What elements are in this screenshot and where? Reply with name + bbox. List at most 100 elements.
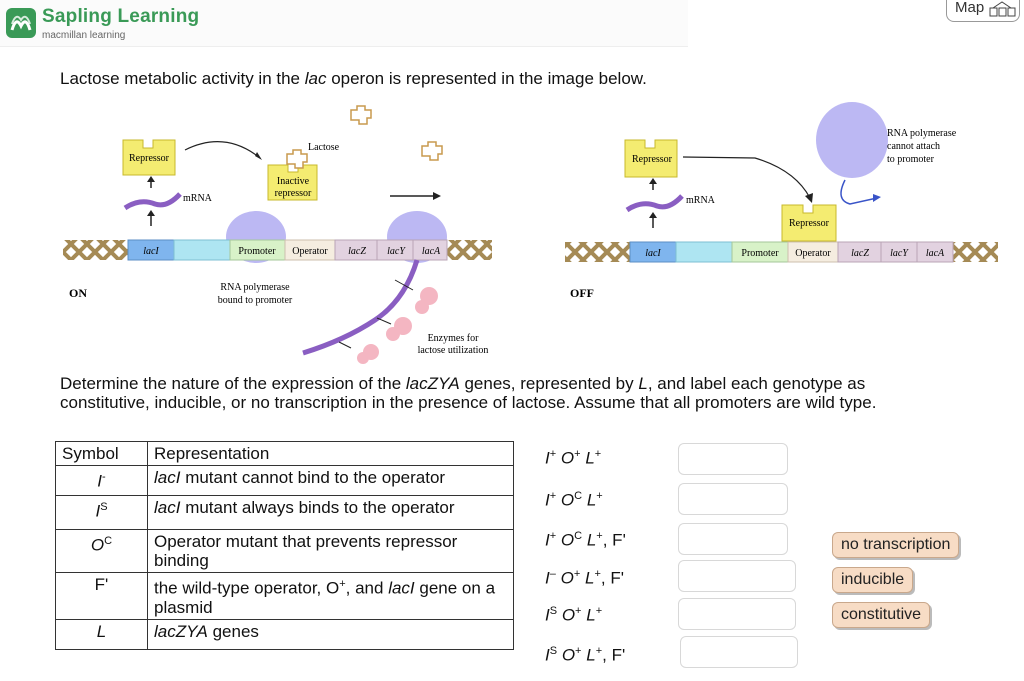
g-l-sup: +: [596, 530, 603, 542]
rep-italic: lacI: [154, 468, 181, 487]
rnap-cannot-label-1: RNA polymerase: [887, 128, 957, 139]
symbol-main: O: [90, 535, 105, 555]
drop-target-3[interactable]: [678, 523, 788, 555]
drop-target-1[interactable]: [678, 443, 788, 475]
genotype-label: I+ OC L+, F': [545, 530, 626, 551]
state-on-label: ON: [69, 286, 87, 300]
symbol-cell: I-: [55, 465, 148, 496]
g-o: O: [561, 605, 576, 625]
brand-name: Sapling Learning: [42, 6, 200, 27]
dna-helix-right-b: [953, 242, 998, 262]
g-l-sup: +: [596, 490, 603, 502]
g-l-sup: +: [594, 448, 602, 460]
symbol-cell: F': [55, 572, 148, 620]
g-i: I: [545, 530, 550, 550]
rep-sup: +: [339, 578, 346, 590]
map-button[interactable]: Map: [946, 0, 1020, 22]
arrow-curve-right: [682, 156, 811, 199]
table-row: L lacZYA genes: [55, 618, 514, 650]
g-o-sup: +: [574, 448, 581, 460]
rep-mid: , and: [345, 578, 389, 598]
g-l: L: [586, 605, 596, 625]
question-line-1: Determine the nature of the expression o…: [60, 374, 1000, 393]
operator-label-right: Operator: [795, 248, 831, 259]
answer-chip-no-transcription[interactable]: no transcription: [832, 532, 960, 558]
intro-text: Lactose metabolic activity in the: [60, 69, 305, 88]
table-row: F' the wild-type operator, O+, and lacI …: [55, 572, 514, 620]
g-l: L: [586, 530, 597, 550]
g-i-sup: S: [549, 645, 558, 657]
lactose-label: Lactose: [308, 142, 340, 153]
promoter-label-right: Promoter: [741, 248, 779, 259]
g-i: I: [545, 490, 550, 510]
mrna-strand-right: [625, 194, 684, 213]
enzymes-label-1: Enzymes for: [428, 333, 479, 344]
g-o-sup: +: [573, 568, 581, 580]
repressor-bound-label: Repressor: [789, 218, 830, 229]
symbol-cell: L: [55, 618, 148, 650]
repressor-bound-shape: [781, 204, 837, 242]
symbol-main: F': [94, 575, 109, 594]
brand-subtitle: macmillan learning: [42, 30, 126, 41]
lacy-label-right: lacY: [890, 248, 909, 259]
q1-mid: genes, represented by: [459, 374, 639, 393]
drop-target-5[interactable]: [678, 598, 796, 630]
symbol-sup: C: [104, 535, 113, 547]
laci-label-right: lacI: [645, 248, 661, 259]
map-label: Map: [955, 0, 985, 16]
laci-label-left: lacI: [143, 246, 159, 257]
lactose-icon-2: [421, 141, 443, 161]
answer-chip-constitutive[interactable]: constitutive: [832, 602, 931, 628]
g-suffix: , F': [600, 568, 624, 588]
symbol-main: L: [96, 621, 107, 641]
inactive-repressor-label-1: Inactive: [277, 176, 310, 187]
g-i: I: [545, 448, 550, 468]
g-o-sup: C: [574, 490, 583, 502]
lacz-label-right: lacZ: [851, 248, 869, 259]
header-symbol: Symbol: [55, 441, 148, 466]
intro-lac: lac: [304, 69, 327, 88]
g-o-sup: C: [574, 530, 583, 542]
table-row: OC Operator mutant that prevents repress…: [55, 529, 514, 573]
representation-cell: lacZYA genes: [147, 618, 514, 650]
rnap-cannot-label-3: to promoter: [887, 154, 935, 165]
app-header: [0, 0, 688, 47]
lacz-lacy-laca-right: [837, 241, 954, 263]
promoter-label-left: Promoter: [238, 246, 276, 257]
g-l-sup: +: [594, 568, 601, 580]
lacy-label-left: lacY: [387, 246, 406, 257]
g-i-sup: +: [549, 530, 557, 542]
g-o-sup: +: [575, 605, 582, 617]
answer-chip-inducible[interactable]: inducible: [832, 567, 914, 593]
rnap-bound-label-2: bound to promoter: [218, 295, 293, 306]
g-i: I: [545, 645, 550, 665]
mrna-label-left: mRNA: [183, 193, 213, 204]
intro-text-end: operon is represented in the image below…: [326, 69, 647, 88]
g-suffix: , F': [602, 645, 626, 665]
representation-cell: the wild-type operator, O+, and lacI gen…: [147, 572, 514, 620]
drop-target-2[interactable]: [678, 483, 788, 515]
laca-label-right: lacA: [926, 248, 945, 259]
lacz-lacy-laca-left: [334, 239, 448, 261]
rnap-bound-label-1: RNA polymerase: [220, 282, 290, 293]
table-header-row: Symbol Representation: [55, 441, 514, 466]
sapling-logo-icon: [6, 8, 36, 38]
representation-cell: Operator mutant that prevents repressor …: [147, 529, 514, 573]
dna-helix-right-a: [565, 242, 630, 262]
rep-italic: lacZYA: [154, 621, 208, 641]
genotype-label: I– O+ L+, F': [545, 568, 624, 589]
genotype-label: I+ OC L+: [545, 490, 603, 511]
g-l-sup: +: [595, 645, 603, 657]
g-l-sup: +: [595, 605, 603, 617]
dna-helix-left-b: [447, 240, 492, 260]
drop-target-6[interactable]: [680, 636, 798, 668]
representation-cell: lacI mutant cannot bind to the operator: [147, 465, 514, 496]
dna-helix-left-a: [63, 240, 128, 260]
drop-target-4[interactable]: [678, 560, 796, 592]
repressor-label-left: Repressor: [129, 153, 170, 164]
symbol-sup: S: [100, 501, 108, 513]
symbol-cell: OC: [55, 529, 148, 573]
g-o: O: [561, 645, 576, 665]
g-i-sup: –: [549, 568, 556, 580]
rep-text-end: gene on a plasmid: [154, 578, 496, 617]
